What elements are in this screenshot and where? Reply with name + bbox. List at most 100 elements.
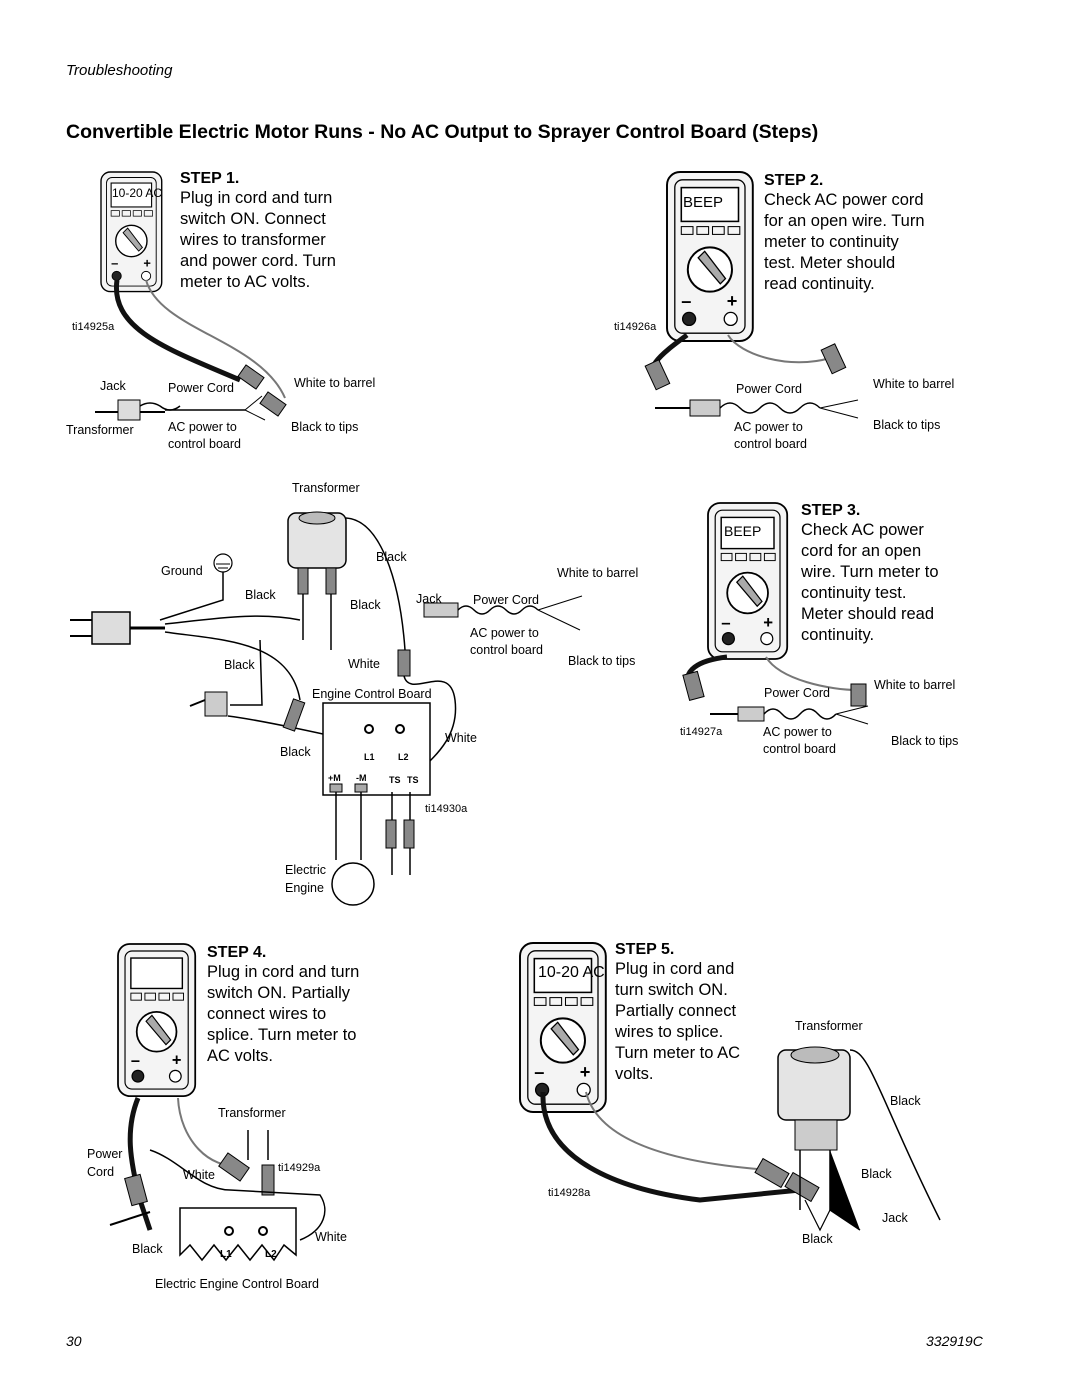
section-header: Troubleshooting — [66, 62, 173, 79]
step-4-heading: STEP 4. — [207, 944, 267, 961]
step-4-line: splice. Turn meter to — [207, 1026, 357, 1044]
step-5-line: Turn meter to AC — [615, 1044, 741, 1062]
step-2-line: test. Meter should — [764, 254, 896, 272]
label-plus-m: +M — [328, 773, 341, 783]
label-control-board: control board — [470, 643, 543, 657]
label-l1: L1 — [220, 1249, 232, 1260]
label-power-cord: Power Cord — [168, 381, 234, 395]
label-transformer: Transformer — [66, 423, 134, 437]
step5-meter-display: 10-20 AC — [538, 964, 605, 981]
label-l2: L2 — [398, 752, 409, 762]
step-5-heading: STEP 5. — [615, 941, 675, 958]
step-1-line: and power cord. Turn — [180, 252, 336, 270]
step-2-line: read continuity. — [764, 275, 875, 293]
step-5-line: volts. — [615, 1065, 654, 1083]
label-power-cord: Power Cord — [473, 593, 539, 607]
label-l2: L2 — [265, 1249, 277, 1260]
step-5-line: turn switch ON. — [615, 981, 728, 999]
step-3: STEP 3. Check AC power cord for an open … — [801, 502, 939, 646]
step-1-heading: STEP 1. — [180, 170, 240, 187]
label-jack: Jack — [882, 1211, 908, 1225]
step-3-line: Check AC power — [801, 521, 924, 539]
doc-number: 332919C — [926, 1333, 983, 1349]
label-transformer: Transformer — [218, 1106, 286, 1120]
step-4: STEP 4. Plug in cord and turn switch ON.… — [207, 944, 359, 1067]
label-black-to-tips: Black to tips — [891, 734, 959, 748]
step-5-line: wires to splice. — [615, 1023, 724, 1041]
step-4-line: connect wires to — [207, 1005, 327, 1023]
step-2-line: for an open wire. Turn — [764, 212, 925, 230]
step-5: STEP 5. Plug in cord and turn switch ON.… — [615, 941, 740, 1085]
step-4-line: switch ON. Partially — [207, 984, 351, 1002]
step-3-line: continuity. — [801, 626, 875, 644]
step-2: STEP 2. Check AC power cord for an open … — [764, 172, 925, 295]
label-black: Black — [350, 598, 381, 612]
label-black: Black — [280, 745, 311, 759]
label-ac-power-to: AC power to — [470, 626, 539, 640]
label-power-cord: Power Cord — [764, 686, 830, 700]
label-ac-power-to: AC power to — [734, 420, 803, 434]
label-jack: Jack — [100, 379, 126, 393]
label-black-to-tips: Black to tips — [568, 654, 636, 668]
step-2-line: Check AC power cord — [764, 191, 924, 209]
label-white-to-barrel: White to barrel — [873, 377, 955, 391]
label-white: White — [183, 1168, 215, 1182]
label-black: Black — [802, 1232, 833, 1246]
step-3-ref: ti14927a — [680, 726, 723, 738]
label-black: Black — [224, 658, 255, 672]
label-white-to-barrel: White to barrel — [294, 376, 376, 390]
step-2-ref: ti14926a — [614, 321, 657, 333]
label-ts: TS — [407, 775, 419, 785]
step1-meter-display: 10-20 AC — [112, 186, 163, 200]
label-black: Black — [245, 588, 276, 602]
label-power: Power — [87, 1147, 123, 1161]
step-5-ref: ti14928a — [548, 1187, 591, 1199]
label-control-board: control board — [168, 437, 241, 451]
label-transformer: Transformer — [292, 481, 360, 495]
label-electric: Electric — [285, 863, 326, 877]
step-1-line: wires to transformer — [180, 231, 326, 249]
label-electric-engine-control-board: Electric Engine Control Board — [155, 1277, 319, 1291]
label-white-to-barrel: White to barrel — [557, 566, 639, 580]
step-3-line: cord for an open — [801, 542, 922, 560]
label-transformer: Transformer — [795, 1019, 863, 1033]
label-black: Black — [890, 1094, 921, 1108]
step-2-line: meter to continuity — [764, 233, 899, 251]
step-4-line: AC volts. — [207, 1047, 274, 1065]
step-1-line: Plug in cord and turn — [180, 189, 333, 207]
label-jack: Jack — [416, 592, 442, 606]
label-minus-m: -M — [356, 773, 367, 783]
step-3-heading: STEP 3. — [801, 502, 861, 519]
step3-meter-display: BEEP — [724, 523, 762, 539]
label-l1: L1 — [364, 752, 375, 762]
label-ground: Ground — [161, 564, 203, 578]
label-ts: TS — [389, 775, 401, 785]
step-3-line: Meter should read — [801, 605, 934, 623]
step-1-line: switch ON. Connect — [180, 210, 326, 228]
step-5-line: Plug in cord and — [615, 960, 735, 978]
label-black: Black — [376, 550, 407, 564]
step-5-line: Partially connect — [615, 1002, 737, 1020]
label-ac-power-to: AC power to — [168, 420, 237, 434]
label-black-to-tips: Black to tips — [873, 418, 941, 432]
label-white: White — [348, 657, 380, 671]
step-4-ref: ti14929a — [278, 1162, 321, 1174]
step-1-ref: ti14925a — [72, 321, 115, 333]
label-white: White — [315, 1230, 347, 1244]
page-title: Convertible Electric Motor Runs - No AC … — [66, 121, 819, 143]
label-black-to-tips: Black to tips — [291, 420, 359, 434]
step-2-heading: STEP 2. — [764, 172, 824, 189]
label-engine: Engine — [285, 881, 324, 895]
step-1: STEP 1. Plug in cord and turn switch ON.… — [180, 170, 336, 293]
label-white-to-barrel: White to barrel — [874, 678, 956, 692]
step-3-line: wire. Turn meter to — [801, 563, 939, 581]
label-power-cord: Power Cord — [736, 382, 802, 396]
label-engine-control-board: Engine Control Board — [312, 687, 432, 701]
label-black: Black — [861, 1167, 892, 1181]
label-black: Black — [132, 1242, 163, 1256]
label-white: White — [445, 731, 477, 745]
label-control-board: control board — [763, 742, 836, 756]
center-ref: ti14930a — [425, 803, 468, 815]
step-4-line: Plug in cord and turn — [207, 963, 360, 981]
